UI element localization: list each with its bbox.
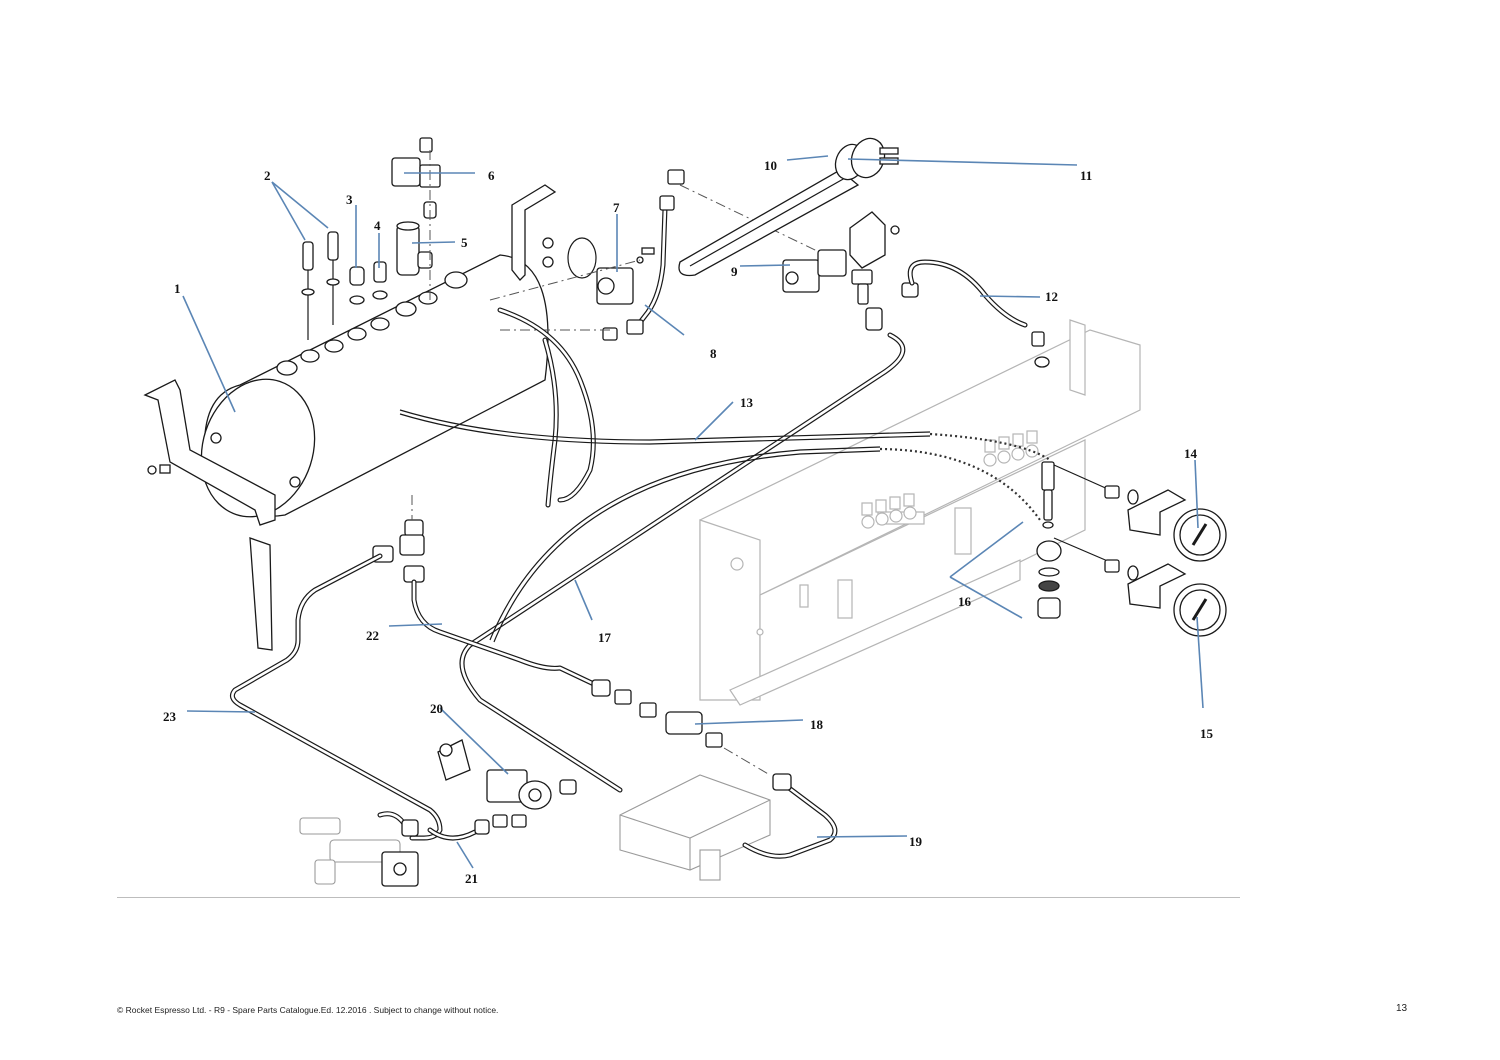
leader-17 bbox=[574, 579, 593, 621]
vacuum-valve bbox=[349, 266, 365, 305]
callout-6: 6 bbox=[488, 168, 495, 183]
leader-2b bbox=[271, 181, 329, 229]
leader-21 bbox=[456, 841, 474, 869]
mounting-bracket-block bbox=[849, 211, 900, 269]
leader-19 bbox=[816, 835, 908, 838]
heating-element bbox=[678, 137, 899, 277]
callout-4: 4 bbox=[374, 218, 381, 233]
callout-17: 17 bbox=[598, 630, 612, 645]
leader-8 bbox=[644, 304, 685, 336]
boiler-pressure-gauge bbox=[1104, 485, 1227, 562]
leader-16a bbox=[949, 521, 1024, 578]
footer-copyright: © Rocket Espresso Ltd. - R9 - Spare Part… bbox=[117, 1005, 499, 1015]
callout-22: 22 bbox=[366, 628, 379, 643]
callout-14: 14 bbox=[1184, 446, 1198, 461]
leader-lines bbox=[182, 155, 1204, 869]
boiler-fitting-4 bbox=[372, 261, 388, 300]
leader-12 bbox=[979, 295, 1041, 298]
leader-23 bbox=[186, 710, 256, 713]
callout-9: 9 bbox=[731, 264, 738, 279]
boiler bbox=[143, 254, 549, 651]
callout-2: 2 bbox=[264, 168, 271, 183]
boiler-feed-tee bbox=[372, 519, 425, 583]
leader-13 bbox=[694, 401, 734, 441]
pressure-switch-bracket bbox=[511, 184, 597, 281]
callout-12: 12 bbox=[1045, 289, 1058, 304]
pressure-switch bbox=[596, 247, 655, 305]
callout-8: 8 bbox=[710, 346, 717, 361]
leader-9 bbox=[739, 264, 791, 267]
callout-21: 21 bbox=[465, 871, 478, 886]
boiler-feed-pipe bbox=[411, 579, 657, 718]
manifold-pipe bbox=[742, 773, 838, 859]
water-inlet-valve-assembly bbox=[299, 817, 419, 887]
leader-1 bbox=[182, 295, 236, 413]
leader-5 bbox=[411, 241, 456, 244]
callout-3: 3 bbox=[346, 192, 353, 207]
distribution-manifold bbox=[619, 774, 771, 881]
level-probes bbox=[301, 231, 340, 340]
solenoid-valve-top bbox=[391, 137, 441, 219]
drain-pipe bbox=[229, 553, 443, 841]
steam-pipe bbox=[602, 169, 685, 341]
callout-19: 19 bbox=[909, 834, 923, 849]
pump-pressure-gauge bbox=[1104, 559, 1227, 637]
machine-frame bbox=[699, 319, 1141, 706]
callout-11: 11 bbox=[1080, 168, 1092, 183]
callout-15: 15 bbox=[1200, 726, 1214, 741]
leader-2a bbox=[271, 181, 306, 241]
callout-7: 7 bbox=[613, 200, 620, 215]
leader-11 bbox=[847, 158, 1078, 166]
page-number: 13 bbox=[1396, 1003, 1408, 1014]
fill-solenoid-valve bbox=[782, 249, 919, 331]
callout-18: 18 bbox=[810, 717, 824, 732]
leader-16b bbox=[949, 576, 1023, 619]
safety-valve bbox=[396, 221, 433, 276]
callout-13: 13 bbox=[740, 395, 754, 410]
leader-10 bbox=[786, 155, 829, 161]
leader-22 bbox=[388, 623, 443, 627]
pressure-gauge-hose bbox=[907, 259, 1050, 368]
inlet-pipe bbox=[377, 811, 490, 841]
callout-20: 20 bbox=[430, 701, 443, 716]
callout-10: 10 bbox=[764, 158, 777, 173]
footer-divider bbox=[117, 897, 1240, 898]
gauge-fitting-kit bbox=[1036, 461, 1111, 619]
callout-1: 1 bbox=[174, 281, 181, 296]
callout-labels: 1 2 3 4 5 6 7 8 9 10 11 12 13 14 15 16 1… bbox=[163, 158, 1214, 886]
callout-23: 23 bbox=[163, 709, 177, 724]
leader-18 bbox=[694, 719, 804, 725]
callout-16: 16 bbox=[958, 594, 972, 609]
check-valve bbox=[665, 711, 723, 748]
inlet-solenoid-valve bbox=[437, 739, 577, 828]
callout-5: 5 bbox=[461, 235, 468, 250]
capillary-tubes bbox=[399, 409, 1051, 643]
leader-14 bbox=[1194, 459, 1199, 529]
leader-20 bbox=[439, 707, 509, 775]
leader-15 bbox=[1196, 616, 1204, 709]
boiler-top-fittings bbox=[276, 271, 468, 376]
